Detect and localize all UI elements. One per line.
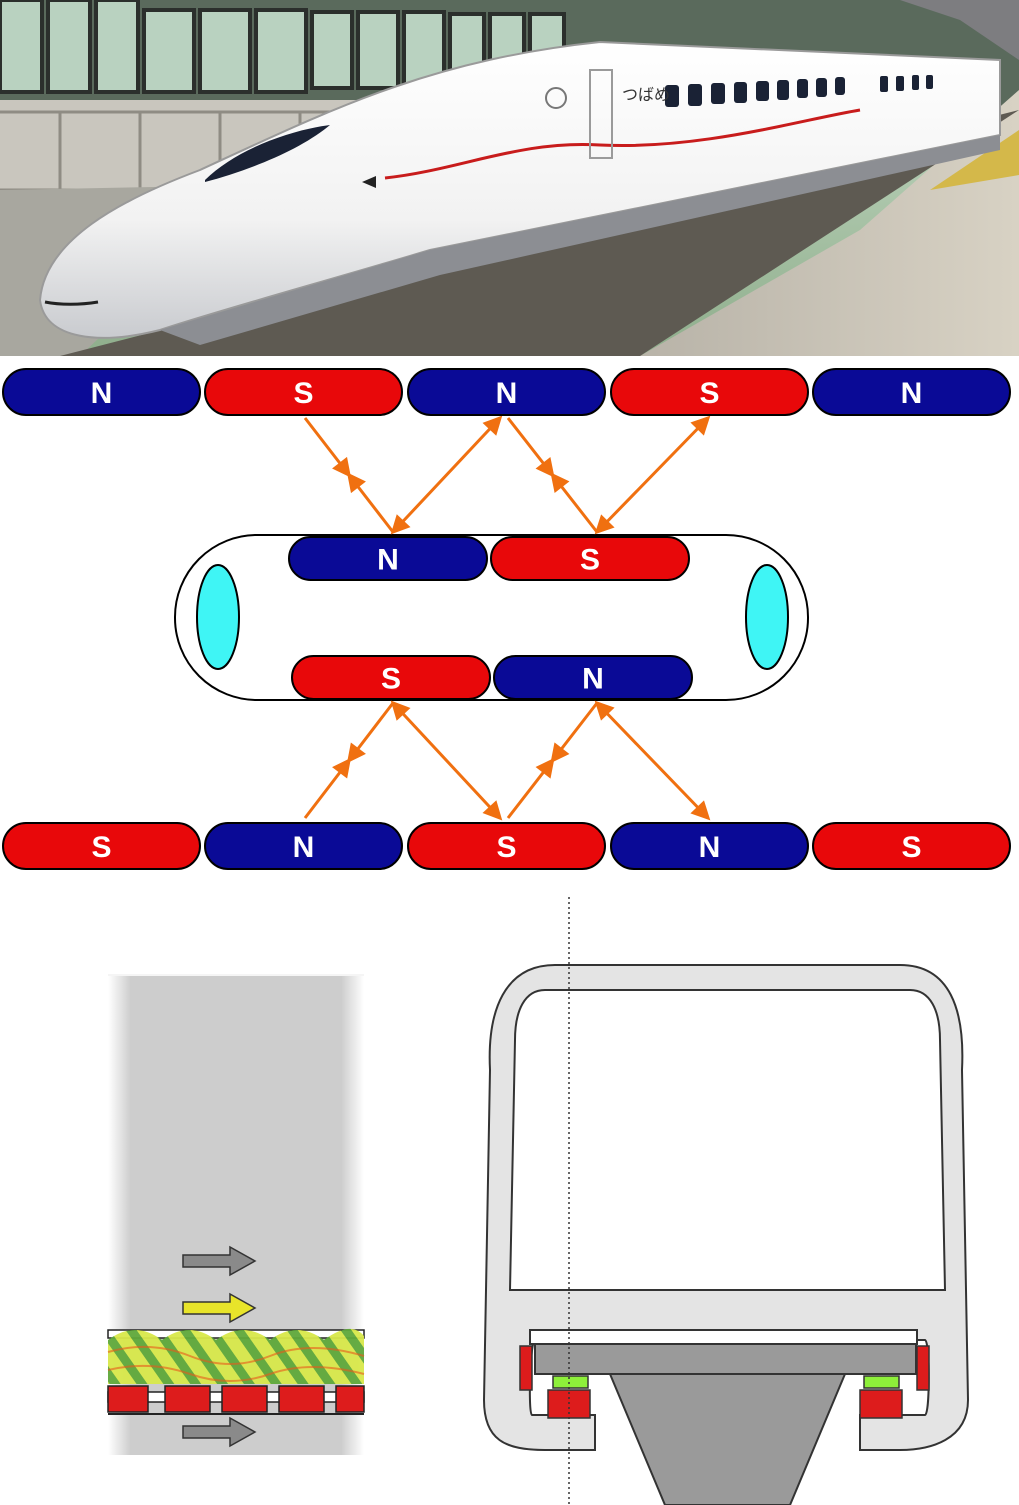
magnetic-force-arrows	[303, 415, 711, 821]
pod-upper-magnet-label: N	[377, 544, 399, 577]
bottom-magnet-3: S	[407, 822, 606, 870]
force-arrowhead	[390, 700, 411, 721]
force-arrowhead	[594, 700, 615, 721]
yellow-arrow-icon	[182, 1292, 257, 1324]
force-arrowhead	[482, 415, 503, 436]
top-magnet-label: N	[901, 377, 923, 410]
top-magnet-label: S	[699, 377, 719, 410]
top-magnet-2: S	[204, 368, 403, 416]
bottom-magnet-5: S	[812, 822, 1011, 870]
bottom-magnet-label: S	[91, 831, 111, 864]
force-arrowhead	[550, 742, 570, 764]
force-arrowhead	[594, 514, 615, 535]
pod-lower-magnet-2: N	[493, 655, 693, 700]
force-arrow-line	[391, 701, 502, 820]
bottom-magnet-label: S	[496, 831, 516, 864]
gray-arrow-icon	[182, 1416, 257, 1448]
top-magnet-label: S	[293, 377, 313, 410]
force-arrowhead	[346, 472, 366, 494]
force-arrow-line	[595, 701, 710, 820]
magnet-diagram: N S N S N S N S N S N S S N	[2, 368, 1011, 870]
pod-lower-magnet-label: N	[582, 663, 604, 696]
pod-upper-magnet-1: N	[288, 536, 488, 581]
top-magnet-label: N	[91, 377, 113, 410]
shinkansen-train-photo: つばめ	[0, 0, 1019, 356]
maglev-guideway-cross-section	[482, 897, 970, 1505]
pod-lower-magnet-label: S	[381, 663, 401, 696]
pod-window-left	[196, 564, 240, 670]
top-magnet-1: N	[2, 368, 201, 416]
force-arrow-line	[595, 416, 710, 534]
bottom-magnet-label: N	[293, 831, 315, 864]
top-magnet-4: S	[610, 368, 809, 416]
pod-lower-magnet-1: S	[291, 655, 491, 700]
bottom-magnet-label: S	[901, 831, 921, 864]
force-arrowhead	[482, 800, 503, 821]
force-arrowhead	[346, 742, 366, 764]
bottom-magnet-2: N	[204, 822, 403, 870]
pod-window-right	[745, 564, 789, 670]
bottom-magnet-1: S	[2, 822, 201, 870]
gray-arrow-icon	[182, 1245, 257, 1277]
force-arrowhead	[690, 415, 711, 436]
force-arrow-line	[391, 416, 502, 534]
force-arrowhead	[332, 757, 352, 779]
flux-panel	[107, 974, 365, 1455]
train-livery-text: つばめ	[622, 85, 670, 104]
force-arrowhead	[332, 456, 352, 478]
force-arrowhead	[390, 514, 411, 535]
force-arrowhead	[550, 472, 570, 493]
force-arrowhead	[535, 757, 555, 779]
bottom-magnet-label: N	[699, 831, 721, 864]
force-arrowhead	[535, 457, 555, 478]
force-arrowhead	[690, 800, 711, 821]
top-magnet-label: N	[496, 377, 518, 410]
bottom-magnet-4: N	[610, 822, 809, 870]
top-magnet-5: N	[812, 368, 1011, 416]
pod-upper-magnet-2: S	[490, 536, 690, 581]
top-magnet-3: N	[407, 368, 606, 416]
pod-upper-magnet-label: S	[580, 544, 600, 577]
